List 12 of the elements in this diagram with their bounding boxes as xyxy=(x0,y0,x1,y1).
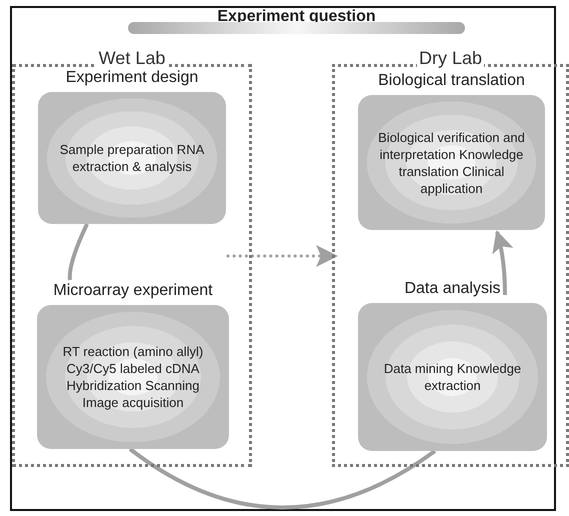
curved-arrow xyxy=(492,230,514,296)
box-heading: Data analysis xyxy=(403,279,502,299)
box-heading: Experiment design xyxy=(64,68,200,88)
curved-connector xyxy=(128,447,436,510)
curved-connector xyxy=(68,223,89,280)
step-list: RT reaction (amino allyl) Cy3/Cy5 labeled cDNA Hybridization Scanning Image acquisition xyxy=(37,343,229,411)
dotted-arrow xyxy=(226,245,338,267)
step-list: Biological verification and interpretation Knowledge translation Clinical application xyxy=(358,128,545,196)
box-heading: Biological translation xyxy=(377,71,526,91)
box-heading: Microarray experiment xyxy=(52,281,214,301)
step-list: Data mining Knowledge extraction xyxy=(358,360,547,394)
step-list: Sample preparation RNA extraction & analysis xyxy=(38,141,226,175)
